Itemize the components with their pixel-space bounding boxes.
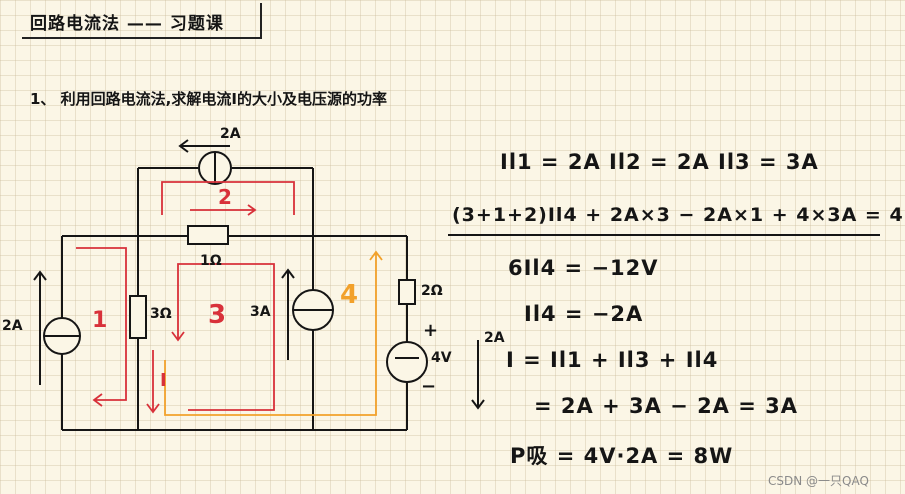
arrow-top-source (178, 139, 230, 153)
label-top-source: 2A (220, 126, 241, 142)
resistor-top (187, 225, 229, 245)
label-loop-3: 3 (208, 300, 227, 330)
circuit-wires (61, 167, 408, 431)
watermark: CSDN @一只QAQ (768, 474, 869, 488)
equation-loop-4: (3+1+2)Il4 + 2A×3 − 2A×1 + 4×3A = 4 (452, 204, 904, 226)
loop-2-arrow (190, 204, 257, 216)
arrow-right-source (281, 268, 295, 360)
problem-statement: 1、 利用回路电流法,求解电流I的大小及电压源的功率 (30, 90, 387, 108)
current-i-arrow (146, 350, 160, 414)
label-resistor-right: 2Ω (421, 283, 443, 299)
equation-loop-currents: Il1 = 2A Il2 = 2A Il3 = 3A (500, 150, 819, 174)
equation-underline (448, 234, 880, 236)
page-title: 回路电流法 —— 习题课 (30, 14, 224, 34)
loop-3-path (177, 263, 275, 411)
label-voltage-source: 4V (431, 350, 452, 366)
resistor-right (398, 279, 416, 305)
voltage-source (386, 341, 428, 383)
resistor-middle (129, 295, 147, 339)
loop-4-path (164, 250, 383, 416)
title-box (22, 3, 262, 39)
equation-i-result: = 2A + 3A − 2A = 3A (534, 394, 799, 418)
label-right-source: 3A (250, 304, 271, 320)
arrow-left-source (33, 270, 47, 385)
loop-3-arrow (171, 331, 185, 342)
label-resistor-top: 1Ω (200, 253, 222, 269)
loop-1-path (76, 247, 127, 407)
arrow-right-current (471, 340, 485, 410)
label-current-i: I (160, 370, 167, 391)
equation-i-sum: I = Il1 + Il3 + Il4 (506, 348, 719, 372)
label-plus: + (423, 320, 439, 341)
loop-2-path (161, 181, 295, 215)
label-right-current: 2A (484, 330, 505, 346)
label-loop-4: 4 (340, 280, 359, 310)
label-loop-1: 1 (92, 308, 108, 333)
label-left-source: 2A (2, 318, 23, 334)
equation-il4: Il4 = −2A (524, 302, 644, 326)
equation-power: P吸 = 4V·2A = 8W (510, 444, 734, 468)
label-resistor-middle: 3Ω (150, 306, 172, 322)
label-minus: − (421, 376, 437, 397)
equation-simplified: 6Il4 = −12V (508, 256, 659, 280)
label-loop-2: 2 (218, 185, 232, 209)
